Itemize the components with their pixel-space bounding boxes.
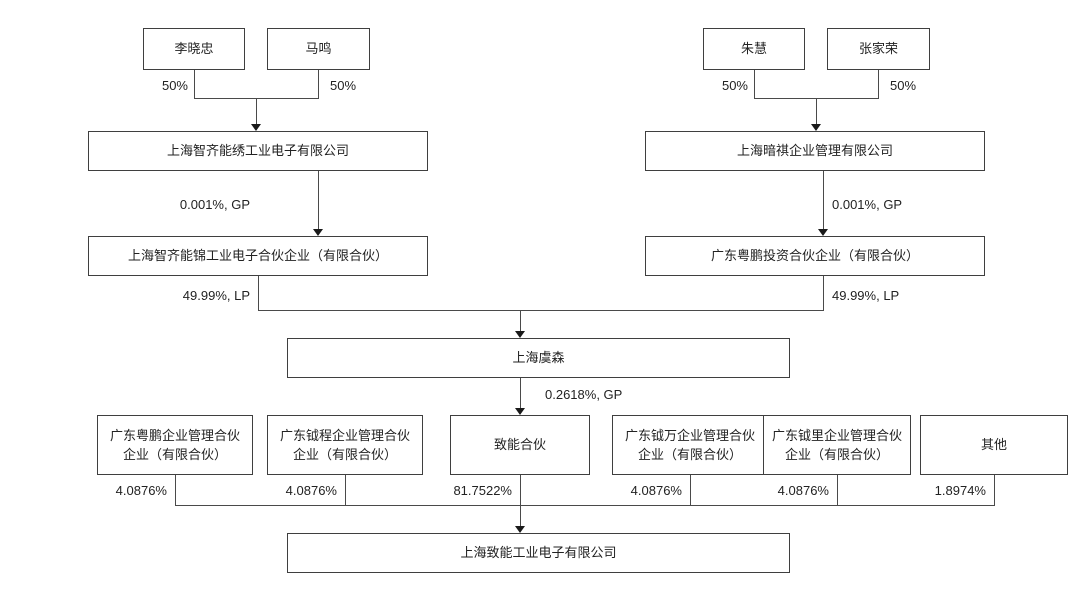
connector-line xyxy=(520,475,521,505)
shareholder-box-right-1: 朱慧 xyxy=(703,28,805,70)
partnership-box-right: 广东粤鹏投资合伙企业（有限合伙） xyxy=(645,236,985,276)
ownership-label: 50% xyxy=(890,78,917,93)
arrowhead-down-icon xyxy=(515,331,525,338)
arrowhead-down-icon xyxy=(811,124,821,131)
partnership-box-left: 上海智齐能锦工业电子合伙企业（有限合伙） xyxy=(88,236,428,276)
arrowhead-down-icon xyxy=(515,526,525,533)
connector-line xyxy=(256,98,257,124)
company-box-right-gp: 上海暗祺企业管理有限公司 xyxy=(645,131,985,171)
shareholder-box-left-1: 李晓忠 xyxy=(143,28,245,70)
arrowhead-down-icon xyxy=(313,229,323,236)
connector-line xyxy=(318,70,319,98)
ownership-label: 50% xyxy=(161,78,188,93)
connector-line xyxy=(816,98,817,124)
arrowhead-down-icon xyxy=(818,229,828,236)
connector-line xyxy=(520,310,521,331)
connector-line xyxy=(520,378,521,408)
gp-share-label: 0.001%, GP xyxy=(832,197,903,212)
holder-box-2: 广东钺程企业管理合伙企业（有限合伙） xyxy=(267,415,423,475)
holder-box-5: 广东钺里企业管理合伙企业（有限合伙） xyxy=(763,415,911,475)
connector-line xyxy=(175,505,995,506)
arrowhead-down-icon xyxy=(515,408,525,415)
holder-share-label: 1.8974% xyxy=(934,483,986,498)
gp-share-label: 0.2618%, GP xyxy=(545,387,623,402)
connector-line xyxy=(175,475,176,505)
middle-entity-box: 上海虞森 xyxy=(287,338,790,378)
lp-share-label: 49.99%, LP xyxy=(182,288,250,303)
lp-share-label: 49.99%, LP xyxy=(832,288,900,303)
holder-box-1: 广东粤鹏企业管理合伙企业（有限合伙） xyxy=(97,415,253,475)
holder-share-label: 4.0876% xyxy=(630,483,682,498)
connector-line xyxy=(345,475,346,505)
holder-box-4: 广东钺万企业管理合伙企业（有限合伙） xyxy=(612,415,768,475)
shareholder-box-left-2: 马鸣 xyxy=(267,28,370,70)
holder-share-label: 4.0876% xyxy=(777,483,829,498)
connector-line xyxy=(520,505,521,526)
connector-line xyxy=(258,310,824,311)
shareholder-box-right-2: 张家荣 xyxy=(827,28,930,70)
connector-line xyxy=(194,70,195,98)
connector-line xyxy=(837,475,838,505)
target-company-box: 上海致能工业电子有限公司 xyxy=(287,533,790,573)
connector-line xyxy=(754,70,755,98)
holder-box-3: 致能合伙 xyxy=(450,415,590,475)
holder-share-label: 4.0876% xyxy=(285,483,337,498)
ownership-label: 50% xyxy=(330,78,357,93)
holder-share-label: 81.7522% xyxy=(453,483,512,498)
connector-line xyxy=(258,276,259,310)
connector-line xyxy=(994,475,995,505)
gp-share-label: 0.001%, GP xyxy=(179,197,250,212)
company-box-left-gp: 上海智齐能绣工业电子有限公司 xyxy=(88,131,428,171)
connector-line xyxy=(690,475,691,505)
connector-line xyxy=(823,276,824,310)
connector-line xyxy=(318,171,319,229)
connector-line xyxy=(878,70,879,98)
holder-share-label: 4.0876% xyxy=(115,483,167,498)
connector-line xyxy=(823,171,824,229)
holder-box-6: 其他 xyxy=(920,415,1068,475)
arrowhead-down-icon xyxy=(251,124,261,131)
ownership-label: 50% xyxy=(721,78,748,93)
